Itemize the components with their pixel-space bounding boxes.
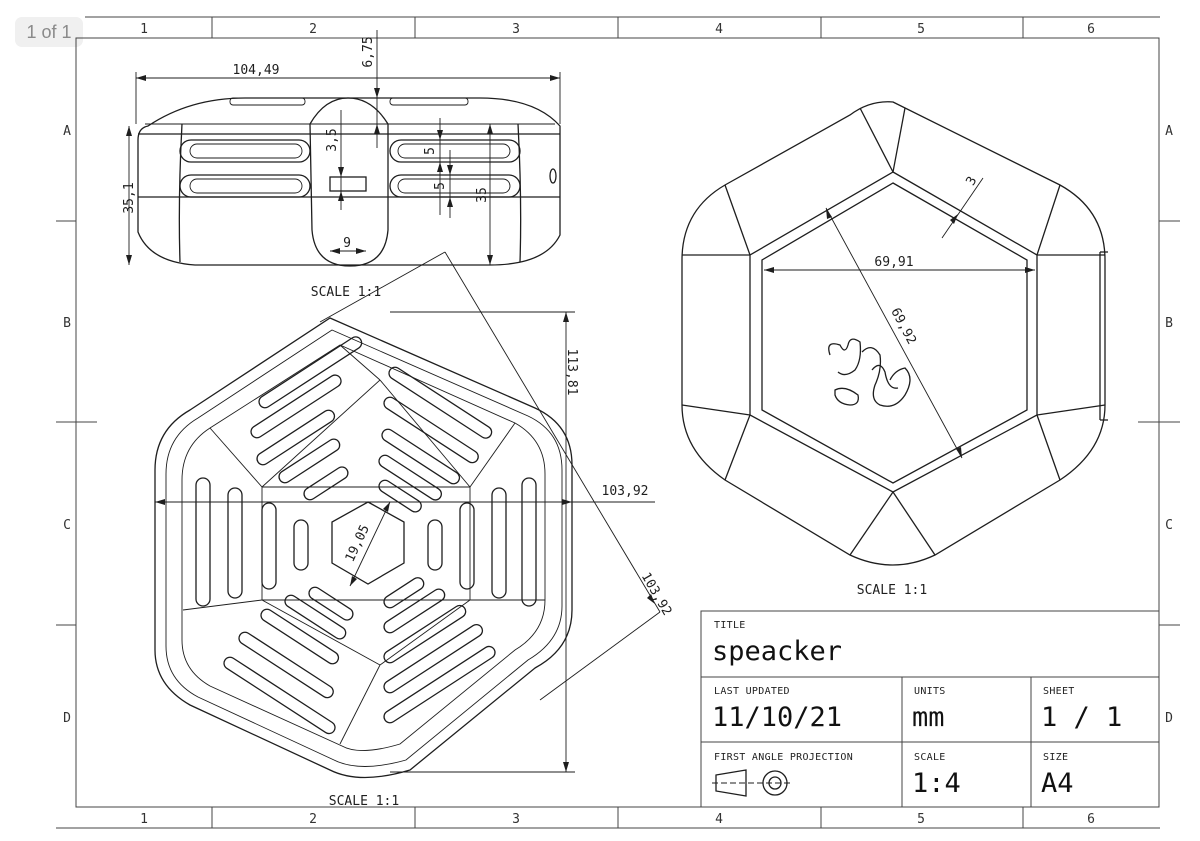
svg-text:113,81: 113,81 (564, 349, 579, 396)
units-label: UNITS (914, 686, 946, 697)
svg-text:5: 5 (917, 22, 925, 37)
sheet-frame (56, 16, 1180, 829)
svg-text:B: B (63, 316, 71, 331)
plan-view-scale-label: SCALE 1:1 (857, 583, 927, 598)
first-angle-projection-icon (712, 769, 792, 797)
grille-view (154, 251, 661, 779)
svg-text:103,92: 103,92 (638, 570, 674, 618)
side-view-scale-label: SCALE 1:1 (311, 285, 381, 300)
svg-text:69,91: 69,91 (874, 255, 913, 270)
svg-text:5: 5 (423, 147, 438, 155)
grid-column-labels-top: 1 2 3 4 5 6 (140, 22, 1095, 37)
title-label: TITLE (714, 620, 746, 631)
size-label: SIZE (1043, 752, 1068, 763)
svg-text:69,92: 69,92 (887, 306, 919, 348)
sheet-value: 1 / 1 (1041, 702, 1122, 733)
svg-text:5: 5 (433, 182, 448, 190)
grid-row-labels-right: A B C D (1165, 124, 1173, 726)
svg-text:2: 2 (309, 22, 317, 37)
svg-text:2: 2 (309, 812, 317, 827)
svg-text:B: B (1165, 316, 1173, 331)
svg-text:1: 1 (140, 22, 148, 37)
svg-text:A: A (1165, 124, 1173, 139)
svg-text:1: 1 (140, 812, 148, 827)
page-counter-badge: 1 of 1 (15, 17, 83, 47)
updated-value: 11/10/21 (712, 702, 842, 733)
svg-text:35,1: 35,1 (122, 182, 137, 213)
svg-text:3: 3 (512, 812, 520, 827)
grid-column-labels-bottom: 1 2 3 4 5 6 (140, 812, 1095, 827)
svg-text:104,49: 104,49 (233, 63, 280, 78)
grille-view-dimensions: 113,81 103,92 103,92 19,05 SCALE 1:1 (329, 349, 674, 809)
side-view-dimensions: 104,49 6,75 35,1 3,5 5 5 35 9 SCALE 1:1 (122, 36, 490, 300)
svg-text:19,05: 19,05 (343, 523, 373, 565)
svg-text:4: 4 (715, 812, 723, 827)
plan-view (681, 101, 1108, 566)
projection-label: FIRST ANGLE PROJECTION (714, 752, 853, 763)
svg-text:3: 3 (512, 22, 520, 37)
svg-text:6: 6 (1087, 22, 1095, 37)
size-value: A4 (1041, 768, 1074, 799)
logo-mark-icon (828, 338, 911, 407)
scale-label: SCALE (914, 752, 946, 763)
svg-text:4: 4 (715, 22, 723, 37)
svg-text:D: D (63, 711, 71, 726)
updated-label: LAST UPDATED (714, 686, 790, 697)
svg-text:C: C (63, 518, 71, 533)
svg-text:3,5: 3,5 (325, 128, 340, 151)
grille-view-scale-label: SCALE 1:1 (329, 794, 399, 809)
svg-text:D: D (1165, 711, 1173, 726)
title-value: speacker (712, 636, 842, 667)
grid-row-labels-left: A B C D (63, 124, 71, 726)
svg-text:6: 6 (1087, 812, 1095, 827)
svg-text:35: 35 (475, 187, 490, 203)
side-view (126, 30, 561, 267)
svg-text:103,92: 103,92 (602, 484, 649, 499)
title-block: TITLE speacker LAST UPDATED 11/10/21 UNI… (700, 610, 1160, 808)
svg-text:9: 9 (343, 236, 351, 251)
sheet-label: SHEET (1043, 686, 1075, 697)
scale-value: 1:4 (912, 768, 961, 799)
svg-text:6,75: 6,75 (361, 36, 376, 67)
svg-text:5: 5 (917, 812, 925, 827)
svg-text:A: A (63, 124, 71, 139)
svg-text:C: C (1165, 518, 1173, 533)
units-value: mm (912, 702, 945, 733)
